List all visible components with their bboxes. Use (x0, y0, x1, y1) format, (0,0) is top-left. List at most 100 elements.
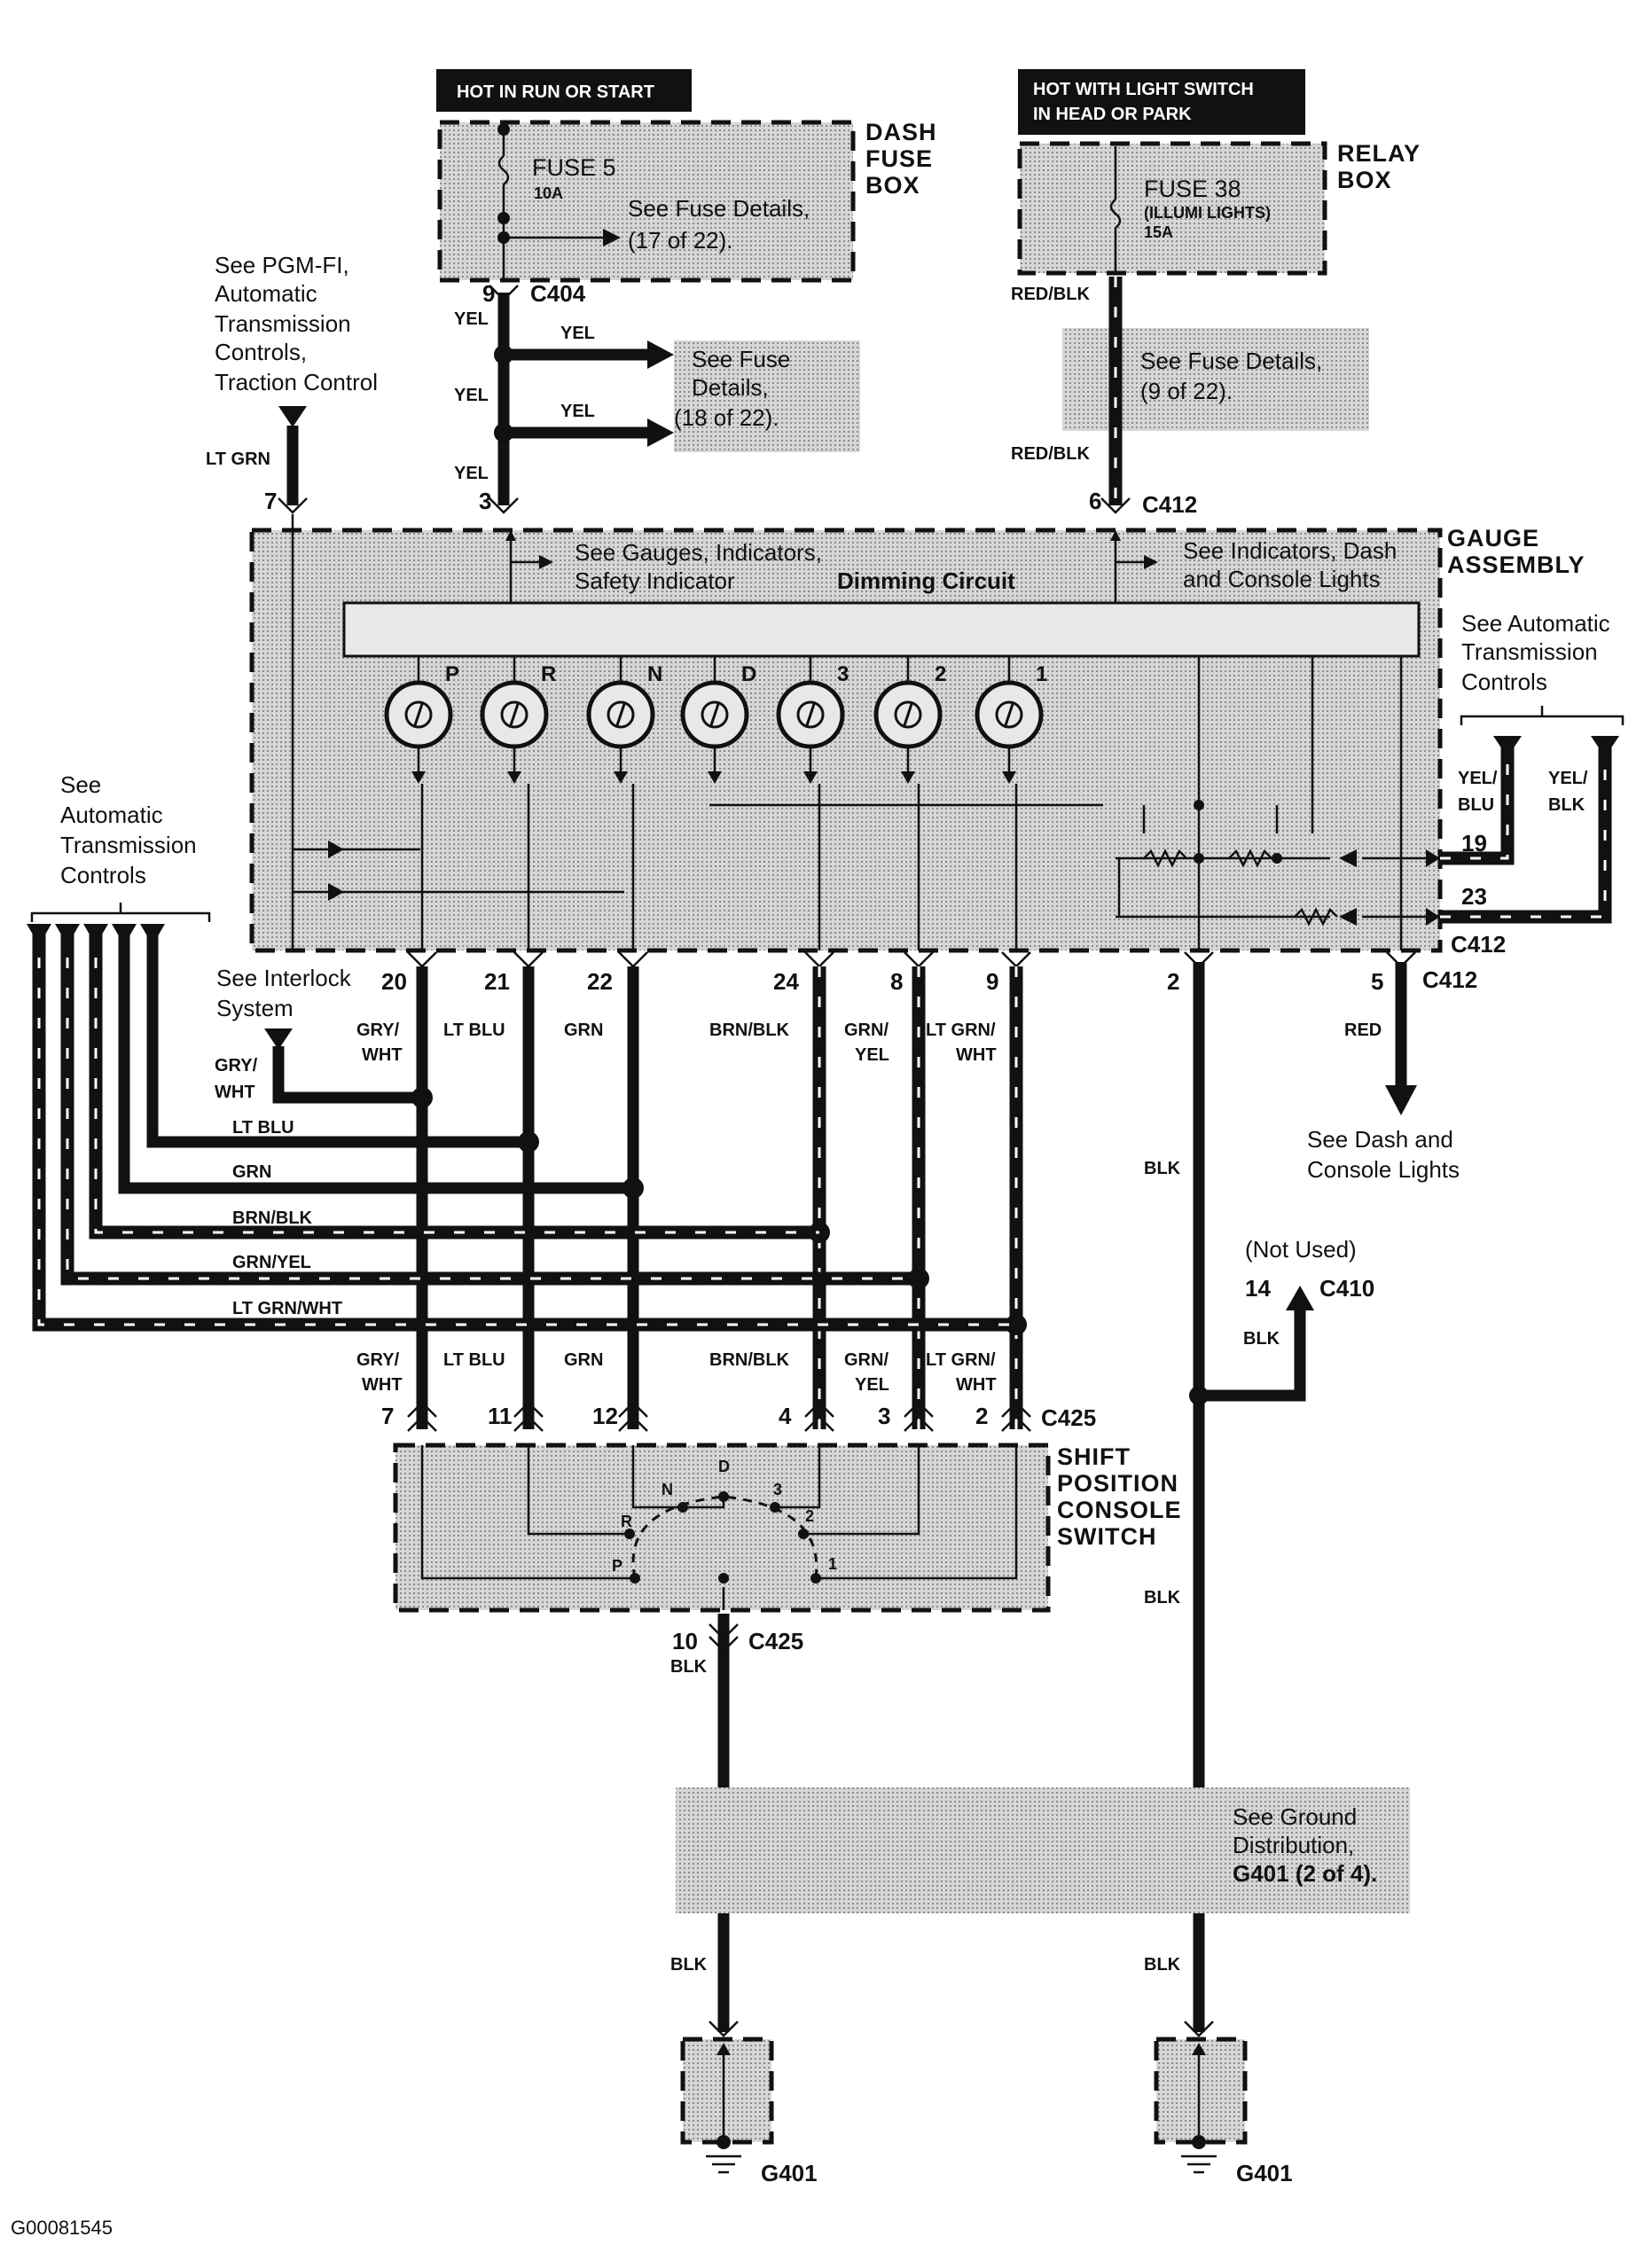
hot-light-switch-header: HOT WITH LIGHT SWITCH IN HEAD OR PARK (1018, 69, 1305, 135)
switch-position-label: P (612, 1557, 622, 1575)
svg-text:BLK: BLK (670, 1955, 708, 1975)
svg-text:(18 of 22).: (18 of 22). (674, 404, 779, 431)
svg-text:YEL: YEL (855, 1045, 889, 1065)
switch-position-label: 1 (828, 1555, 837, 1573)
svg-text:BOX: BOX (1337, 167, 1392, 193)
lamp-r: R (480, 656, 556, 784)
g401-right-label: G401 (1236, 2160, 1293, 2186)
hot-in-run-header: HOT IN RUN OR START (436, 69, 692, 112)
gauge-assembly: GAUGE ASSEMBLY See Gauges, Indicators, S… (249, 514, 1585, 953)
svg-text:3: 3 (479, 488, 491, 514)
gauge-pin-label: 5 (1371, 968, 1383, 995)
svg-text:GRN: GRN (564, 1350, 603, 1370)
svg-text:RED: RED (1344, 1021, 1382, 1040)
lamp-3: 3 (776, 656, 849, 784)
svg-text:BRN/BLK: BRN/BLK (709, 1350, 790, 1370)
lamp-label: 2 (935, 662, 946, 686)
ground-g401-right (1154, 2021, 1248, 2174)
svg-text:YEL: YEL (454, 309, 489, 329)
harness-line (112, 924, 633, 1194)
svg-text:Controls: Controls (1461, 669, 1547, 695)
svg-text:BLK: BLK (1243, 1329, 1280, 1349)
svg-text:WHT: WHT (956, 1045, 997, 1065)
harness-line (27, 924, 1016, 1332)
svg-text:FUSE: FUSE (865, 145, 933, 172)
svg-text:HOT WITH LIGHT SWITCH: HOT WITH LIGHT SWITCH (1033, 80, 1254, 99)
atc-right-ref: See Automatic (1461, 610, 1610, 637)
vertical-wire-labels: GRY/ WHT LT BLU GRN BRN/BLK GRN/ YEL LT … (356, 1021, 997, 1395)
svg-text:Details,: Details, (692, 374, 769, 401)
svg-text:BLK: BLK (670, 1657, 708, 1677)
gauge-pin-label: 8 (890, 968, 903, 995)
dash-lights-ref: See Dash and (1307, 1126, 1453, 1153)
svg-text:Controls,: Controls, (215, 339, 307, 365)
svg-text:YEL/: YEL/ (1548, 769, 1588, 788)
svg-text:GRN: GRN (564, 1021, 603, 1040)
fuse-details-18-ref: See Fuse (692, 346, 790, 372)
svg-text:19: 19 (1461, 830, 1487, 856)
svg-text:10: 10 (672, 1628, 698, 1654)
svg-text:YEL: YEL (855, 1375, 889, 1395)
svg-text:System: System (216, 995, 294, 1021)
svg-text:LT GRN: LT GRN (206, 450, 270, 469)
ground-g401-left (680, 2021, 774, 2174)
svg-text:IN HEAD OR PARK: IN HEAD OR PARK (1033, 105, 1192, 124)
c404-label: C404 (530, 280, 586, 307)
svg-text:23: 23 (1461, 883, 1487, 910)
svg-text:BLK: BLK (1548, 795, 1585, 815)
svg-text:BLK: BLK (1144, 1955, 1181, 1975)
lamp-label: N (647, 662, 662, 686)
wire-pin-24: 244 (773, 784, 834, 1432)
c425-bottom-label: C425 (748, 1628, 803, 1654)
lamp-d: D (680, 656, 756, 784)
svg-text:WHT: WHT (215, 1083, 255, 1102)
switch-position-label: N (662, 1481, 673, 1498)
svg-text:Transmission: Transmission (215, 310, 351, 337)
svg-text:GRY/: GRY/ (356, 1350, 400, 1370)
svg-text:Automatic: Automatic (60, 802, 163, 828)
atc-left-ref: See (60, 771, 101, 798)
gauge-pin-label: 20 (381, 968, 407, 995)
labels: 9 C404 YEL YEL YEL YEL YEL See Fuse Deta… (11, 252, 1610, 2239)
lamp-label: P (445, 662, 459, 686)
switch-position-label: 3 (773, 1481, 782, 1498)
svg-text:(ILLUMI LIGHTS): (ILLUMI LIGHTS) (1144, 204, 1271, 222)
svg-text:GAUGE: GAUGE (1447, 525, 1539, 551)
svg-text:YEL: YEL (560, 324, 595, 343)
ground-distribution-ref: See Ground (1233, 1803, 1357, 1830)
svg-text:G401 (2 of 4).: G401 (2 of 4). (1233, 1860, 1377, 1887)
svg-text:LT BLU: LT BLU (232, 1118, 294, 1138)
c425-pin-label: 3 (878, 1403, 890, 1429)
svg-text:Safety Indicator: Safety Indicator (575, 567, 735, 594)
svg-text:YEL: YEL (454, 386, 489, 405)
switch-position-label: R (621, 1513, 632, 1530)
svg-text:14: 14 (1245, 1275, 1271, 1302)
svg-text:Traction Control: Traction Control (215, 369, 378, 395)
gauge-pin-label: 22 (587, 968, 613, 995)
svg-text:(9 of 22).: (9 of 22). (1140, 378, 1233, 404)
svg-text:BRN/BLK: BRN/BLK (709, 1021, 790, 1040)
fuse-details-9-ref: See Fuse Details, (1140, 348, 1322, 374)
svg-text:GRN/YEL: GRN/YEL (232, 1253, 311, 1272)
svg-text:GRY/: GRY/ (215, 1056, 258, 1075)
c412-top-label: C412 (1142, 491, 1197, 518)
relay-box: FUSE 38 (ILLUMI LIGHTS) 15A RELAY BOX (1017, 140, 1420, 276)
svg-text:(17 of 22).: (17 of 22). (628, 227, 733, 254)
dash-fuse-box: FUSE 5 10A See Fuse Details, (17 of 22).… (437, 119, 936, 283)
lamp-2: 2 (873, 656, 946, 784)
svg-text:GRY/: GRY/ (356, 1021, 400, 1040)
lamp-label: D (741, 662, 756, 686)
gauges-ref: See Gauges, Indicators, (575, 539, 822, 566)
c425-pin-label: 4 (779, 1403, 792, 1429)
g401-left-label: G401 (761, 2160, 818, 2186)
lamp-p: P (384, 656, 459, 784)
atc-harness (27, 924, 1016, 1332)
svg-text:BRN/BLK: BRN/BLK (232, 1208, 313, 1228)
lamp-1: 1 (975, 656, 1047, 784)
svg-text:GRN: GRN (232, 1162, 271, 1182)
svg-text:RED/BLK: RED/BLK (1011, 444, 1090, 464)
svg-text:ASSEMBLY: ASSEMBLY (1447, 551, 1585, 578)
